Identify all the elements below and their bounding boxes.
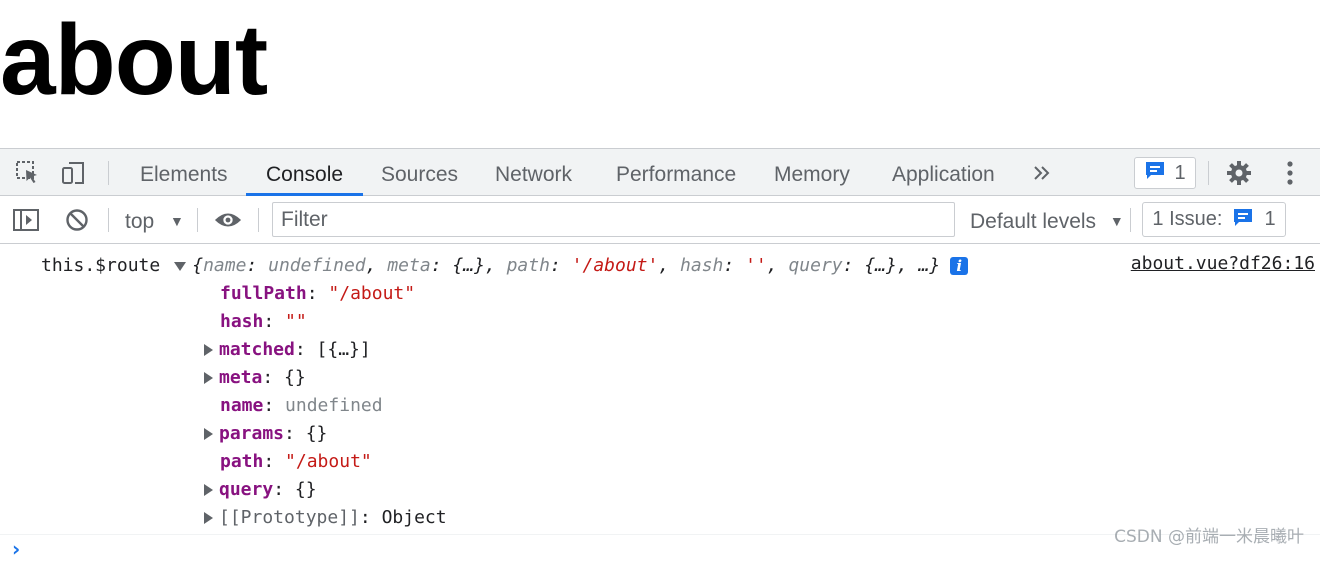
log-levels-dropdown[interactable]: Default levels ▼ <box>970 196 1124 243</box>
tab-application[interactable]: Application <box>892 163 995 186</box>
tab-elements[interactable]: Elements <box>140 163 228 186</box>
messages-count: 1 <box>1174 161 1186 184</box>
dropdown-arrow-icon: ▼ <box>1109 213 1124 229</box>
property-row[interactable]: [[Prototype]]: Object <box>204 504 447 532</box>
property-row[interactable]: meta: {} <box>204 364 306 392</box>
devtools-panel: Elements Console Sources Network Perform… <box>0 148 1320 564</box>
devtools-tab-bar: Elements Console Sources Network Perform… <box>0 148 1320 196</box>
tab-memory[interactable]: Memory <box>774 163 850 186</box>
expand-arrow-icon[interactable] <box>204 512 213 524</box>
eye-icon[interactable] <box>214 206 242 234</box>
property-row[interactable]: matched: [{…}] <box>204 336 371 364</box>
tab-performance[interactable]: Performance <box>616 163 737 186</box>
context-label: top <box>125 210 155 233</box>
tab-network[interactable]: Network <box>495 163 573 186</box>
divider <box>1130 208 1131 232</box>
filter-input[interactable] <box>272 202 955 237</box>
divider <box>258 208 259 232</box>
issues-label: 1 Issue: <box>1152 208 1223 230</box>
source-link[interactable]: about.vue?df26:16 <box>1130 253 1315 274</box>
issues-button[interactable]: 1 Issue: 1 <box>1142 202 1286 237</box>
console-toolbar: top ▼ Default levels ▼ 1 Issue: 1 <box>0 196 1320 244</box>
divider <box>197 208 198 232</box>
divider <box>108 208 109 232</box>
message-icon <box>1232 206 1254 234</box>
property-row: name: undefined <box>220 395 383 416</box>
double-chevron-right-icon[interactable] <box>1028 159 1056 187</box>
kebab-menu-icon[interactable] <box>1276 159 1304 187</box>
console-prompt-row[interactable]: › <box>0 534 1320 565</box>
property-row: fullPath: "/about" <box>220 283 416 304</box>
sidebar-toggle-icon[interactable] <box>12 206 40 234</box>
page-heading: about <box>0 4 268 116</box>
expand-arrow-icon[interactable] <box>204 428 213 440</box>
clear-console-icon[interactable] <box>63 206 91 234</box>
collapse-arrow-icon[interactable] <box>174 261 187 271</box>
expand-arrow-icon[interactable] <box>204 484 213 496</box>
property-row: path: "/about" <box>220 451 372 472</box>
message-icon <box>1144 159 1166 187</box>
device-toolbar-icon[interactable] <box>60 159 88 187</box>
tab-console[interactable]: Console <box>245 149 364 196</box>
info-icon[interactable]: i <box>950 257 969 275</box>
context-selector[interactable]: top ▼ <box>125 196 184 243</box>
log-label: this.$route <box>41 255 161 276</box>
log-levels-label: Default levels <box>970 210 1097 233</box>
watermark: CSDN @前端一米晨曦叶 <box>1114 527 1304 547</box>
expand-arrow-icon[interactable] <box>204 344 213 356</box>
console-log-entry: this.$route {name: undefined, meta: {…}, … <box>41 252 969 280</box>
console-output: this.$route {name: undefined, meta: {…}, … <box>0 244 1320 564</box>
dropdown-arrow-icon: ▼ <box>170 213 184 229</box>
divider <box>108 161 109 185</box>
divider <box>1208 161 1209 185</box>
prompt-chevron-icon: › <box>12 537 21 561</box>
property-row: hash: "" <box>220 311 307 332</box>
property-row[interactable]: query: {} <box>204 476 317 504</box>
tab-sources[interactable]: Sources <box>381 163 459 186</box>
object-summary[interactable]: {name: undefined, meta: {…}, path: '/abo… <box>192 255 941 276</box>
inspect-element-icon[interactable] <box>14 159 42 187</box>
expand-arrow-icon[interactable] <box>204 372 213 384</box>
messages-badge-button[interactable]: 1 <box>1134 157 1196 189</box>
gear-icon[interactable] <box>1225 159 1253 187</box>
issues-count: 1 <box>1264 208 1276 230</box>
property-row[interactable]: params: {} <box>204 420 327 448</box>
